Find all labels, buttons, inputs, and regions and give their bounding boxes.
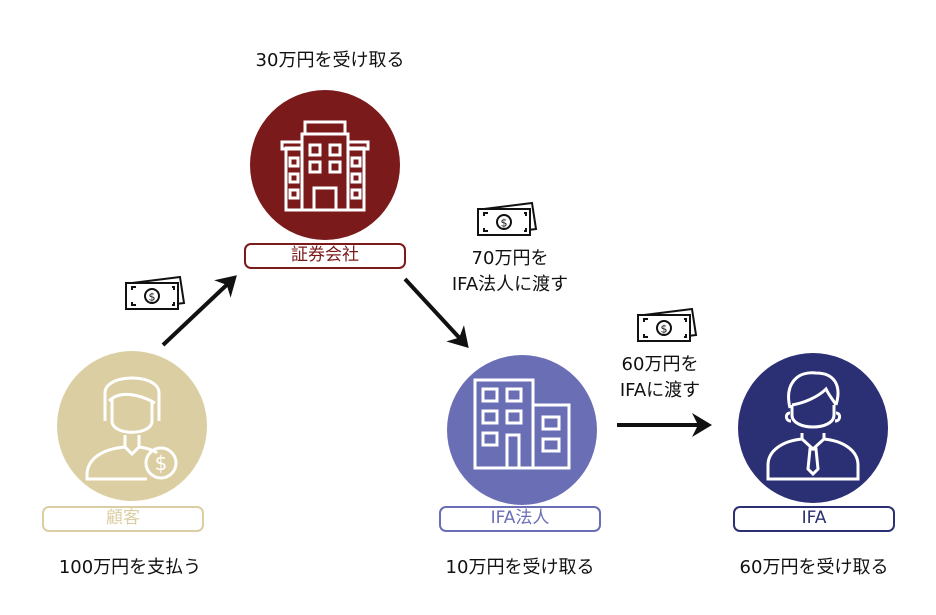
ifa-label: IFA <box>733 506 895 532</box>
customer-node: $ <box>57 351 207 501</box>
customer-label: 顧客 <box>42 506 204 532</box>
ifa-caption: 60万円を受け取る <box>739 557 889 578</box>
securities-node <box>250 90 400 240</box>
flow-to-ifa-line2: IFAに渡す <box>619 380 701 401</box>
ifa-corp-node <box>447 355 597 505</box>
office-building-icon <box>473 378 571 470</box>
businessman-icon <box>766 371 860 481</box>
customer-caption: 100万円を支払う <box>58 557 202 578</box>
securities-caption: 30万円を受け取る <box>255 50 405 71</box>
ifa-corp-caption: 10万円を受け取る <box>445 557 595 578</box>
flow-to-ifa-line1: 60万円を <box>621 354 699 375</box>
flow-to-ifa-corp-line1: 70万円を <box>471 248 549 269</box>
securities-label: 証券会社 <box>244 243 406 269</box>
ifa-corp-label: IFA法人 <box>439 506 601 532</box>
office-building-icon <box>280 120 370 212</box>
customer-with-dollar-icon: $ <box>85 376 178 481</box>
svg-text:$: $ <box>155 451 168 475</box>
ifa-node <box>738 353 888 503</box>
flow-to-ifa-corp-line2: IFA法人に渡す <box>451 274 569 295</box>
